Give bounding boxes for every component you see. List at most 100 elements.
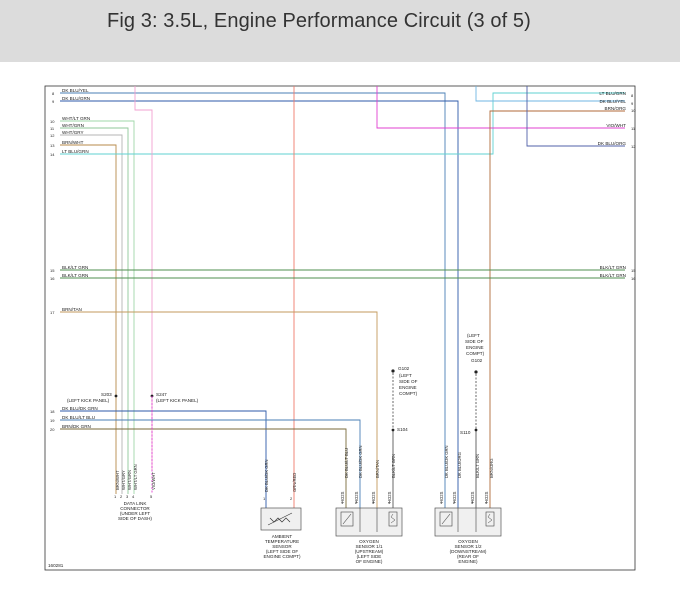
o2up-wire-4: BLK/LT GRN	[391, 454, 396, 478]
o2dn-caption-5: ENGINE)	[458, 559, 478, 564]
ambient-caption-1: AMBIENT	[272, 534, 293, 539]
right-pin-1: 8	[631, 93, 634, 98]
o2dn-pin-2: 2	[453, 500, 456, 505]
right-label-5: DK BLU/ORG	[598, 141, 627, 146]
o2dn-wire-3: BLK/LT GRN	[475, 454, 480, 478]
right-wire-group	[475, 86, 625, 508]
right-pin-3: 10	[631, 108, 636, 113]
left-pin-7: 14	[50, 152, 55, 157]
brn-tan-pin: 17	[50, 310, 55, 315]
o2up-pin-3: 3	[372, 500, 375, 505]
ground-g102b-loc-1: (LEFT	[467, 333, 480, 338]
ground-g102b-name: G102	[471, 358, 483, 363]
splice-s110-dot	[474, 428, 478, 432]
o2up-head-3: HO2S	[371, 491, 376, 503]
splice-s203-loc: (LEFT KICK PANEL)	[67, 398, 110, 403]
right-pin-5: 12	[631, 144, 636, 149]
left-label-2: DK BLU/GRN	[62, 96, 90, 101]
ground-g102-dot	[391, 369, 395, 373]
o2up-caption-5: OF ENGINE)	[356, 559, 383, 564]
left-pin-2: 9	[52, 99, 55, 104]
wire-pink	[134, 86, 153, 470]
splice-s104-name: S104	[397, 427, 408, 432]
dlc-wire-3: WHT/GRN	[127, 470, 132, 490]
ambient-caption-3: SENSOR	[272, 544, 292, 549]
o2up-wire-2: DK BLU/DK GRN	[358, 445, 363, 478]
diagram-frame	[44, 85, 636, 571]
o2up-head-4: HO2S	[387, 491, 392, 503]
o2dn-pin-4: 4	[485, 500, 488, 505]
o2up-wire-1: DK BLU/LT BLU	[344, 448, 349, 478]
o2dn-pin-3: 3	[471, 500, 474, 505]
wire-brn-dk-grn	[60, 428, 347, 508]
ambient-caption-2: TEMPERATURE	[265, 539, 299, 544]
o2dn-wire-4: BRN/ORG	[489, 458, 494, 478]
o2up-caption-4: (LEFT SIDE	[357, 554, 382, 559]
o2dn-caption-1: OXYGEN	[458, 539, 478, 544]
wire-brn-org	[489, 110, 625, 508]
left-pin-6: 13	[50, 143, 55, 148]
mid-pin-left-2: 16	[50, 276, 55, 281]
lower-pin-1: 18	[50, 409, 55, 414]
left-pin-4: 11	[50, 126, 55, 131]
brn-tan-label: BRN/TAN	[62, 307, 82, 312]
left-wire-labels: 8 DK BLU/YEL 9 DK BLU/GRN 10 WHT/LT GRN …	[50, 88, 90, 157]
ambient-wire-2: GRN/RED	[292, 473, 297, 492]
splice-s203-dot	[114, 394, 118, 398]
splice-s104-dot	[391, 428, 395, 432]
wire-wht-lt-grn	[60, 120, 135, 470]
mid-wire-labels: 15 BLK/LT GRN 16 BLK/LT GRN BLK/LT GRN 1…	[50, 265, 636, 432]
right-wire-labels: LT BLU/GRN 8 DK BLU/YEL 9 BRN/ORG 10 VIO…	[598, 91, 637, 149]
dlc-wire-4: WHT/LT GRN	[133, 464, 138, 490]
right-label-4: VIO/WHT	[606, 123, 626, 128]
ground-g102b-loc-2: SIDE OF	[465, 339, 484, 344]
wire-vio-wht	[376, 86, 625, 129]
ambient-pin-2: 2	[290, 496, 293, 501]
dlc-caption-3: (UNDER LEFT	[120, 511, 151, 516]
wire-wht-gry	[60, 134, 123, 470]
ground-labels: G102 (LEFT SIDE OF ENGINE COMPT) (LEFT S…	[398, 333, 485, 396]
o2dn-wire-1: DK BLU/DK GRN	[444, 445, 449, 478]
oxygen-sensor-upstream: DK BLU/LT BLU DK BLU/DK GRN BRN/TAN BLK/…	[335, 445, 403, 564]
o2up-caption-2: SENSOR 1/1	[355, 544, 383, 549]
wire-lt-blu-grn	[60, 92, 625, 155]
lower-pin-2: 19	[50, 418, 55, 423]
left-label-3: WHT/LT GRN	[62, 116, 90, 121]
lower-pin-3: 20	[50, 427, 55, 432]
mid-pin-right-1: 15	[631, 268, 636, 273]
left-wire-group	[60, 86, 625, 508]
ground-g102-loc-1: (LEFT	[399, 373, 412, 378]
lower-label-3: BRN/DK GRN	[62, 424, 91, 429]
o2dn-pin-1: 1	[440, 500, 443, 505]
figure-title: Fig 3: 3.5L, Engine Performance Circuit …	[107, 10, 531, 32]
o2dn-caption-3: (DOWNSTREAM)	[450, 549, 487, 554]
o2dn-head-1: HO2S	[439, 491, 444, 503]
ambient-caption-4: (LEFT SIDE OF	[266, 549, 299, 554]
mid-pin-right-2: 16	[631, 276, 636, 281]
splice-s247-name: S247	[156, 392, 167, 397]
splice-labels: S203 (LEFT KICK PANEL) S247 (LEFT KICK P…	[67, 392, 471, 435]
dlc-pin-2: 2	[120, 494, 123, 499]
right-label-2: DK BLU/YEL	[599, 99, 626, 104]
left-label-4: WHT/GRN	[62, 123, 84, 128]
wire-brn-wht	[60, 144, 117, 470]
left-label-1: DK BLU/YEL	[62, 88, 89, 93]
ground-g102b-loc-4: COMPT)	[466, 351, 485, 356]
right-pin-2: 9	[631, 101, 634, 106]
wire-dk-blu-org	[526, 86, 625, 147]
o2dn-caption-4: (REAR OF	[457, 554, 479, 559]
o2dn-head-4: HO2S	[484, 491, 489, 503]
wire-dk-blu-yel	[60, 92, 446, 508]
figure-id: 160281	[48, 563, 64, 568]
dlc-wire-5: VIO/WHT	[151, 472, 156, 490]
data-link-connector: BRN/WHT WHT/GRY WHT/GRN WHT/LT GRN VIO/W…	[114, 396, 156, 521]
wire-dk-blu-dk-grn	[60, 410, 267, 508]
right-pin-4: 11	[631, 126, 636, 131]
dlc-pin-3: 3	[126, 494, 129, 499]
left-label-7: LT BLU/GRN	[62, 149, 89, 154]
dlc-wire-1: BRN/WHT	[115, 470, 120, 490]
dlc-caption-2: CONNECTOR	[120, 506, 150, 511]
left-pin-5: 12	[50, 133, 55, 138]
o2up-caption-3: (UPSTREAM)	[355, 549, 384, 554]
